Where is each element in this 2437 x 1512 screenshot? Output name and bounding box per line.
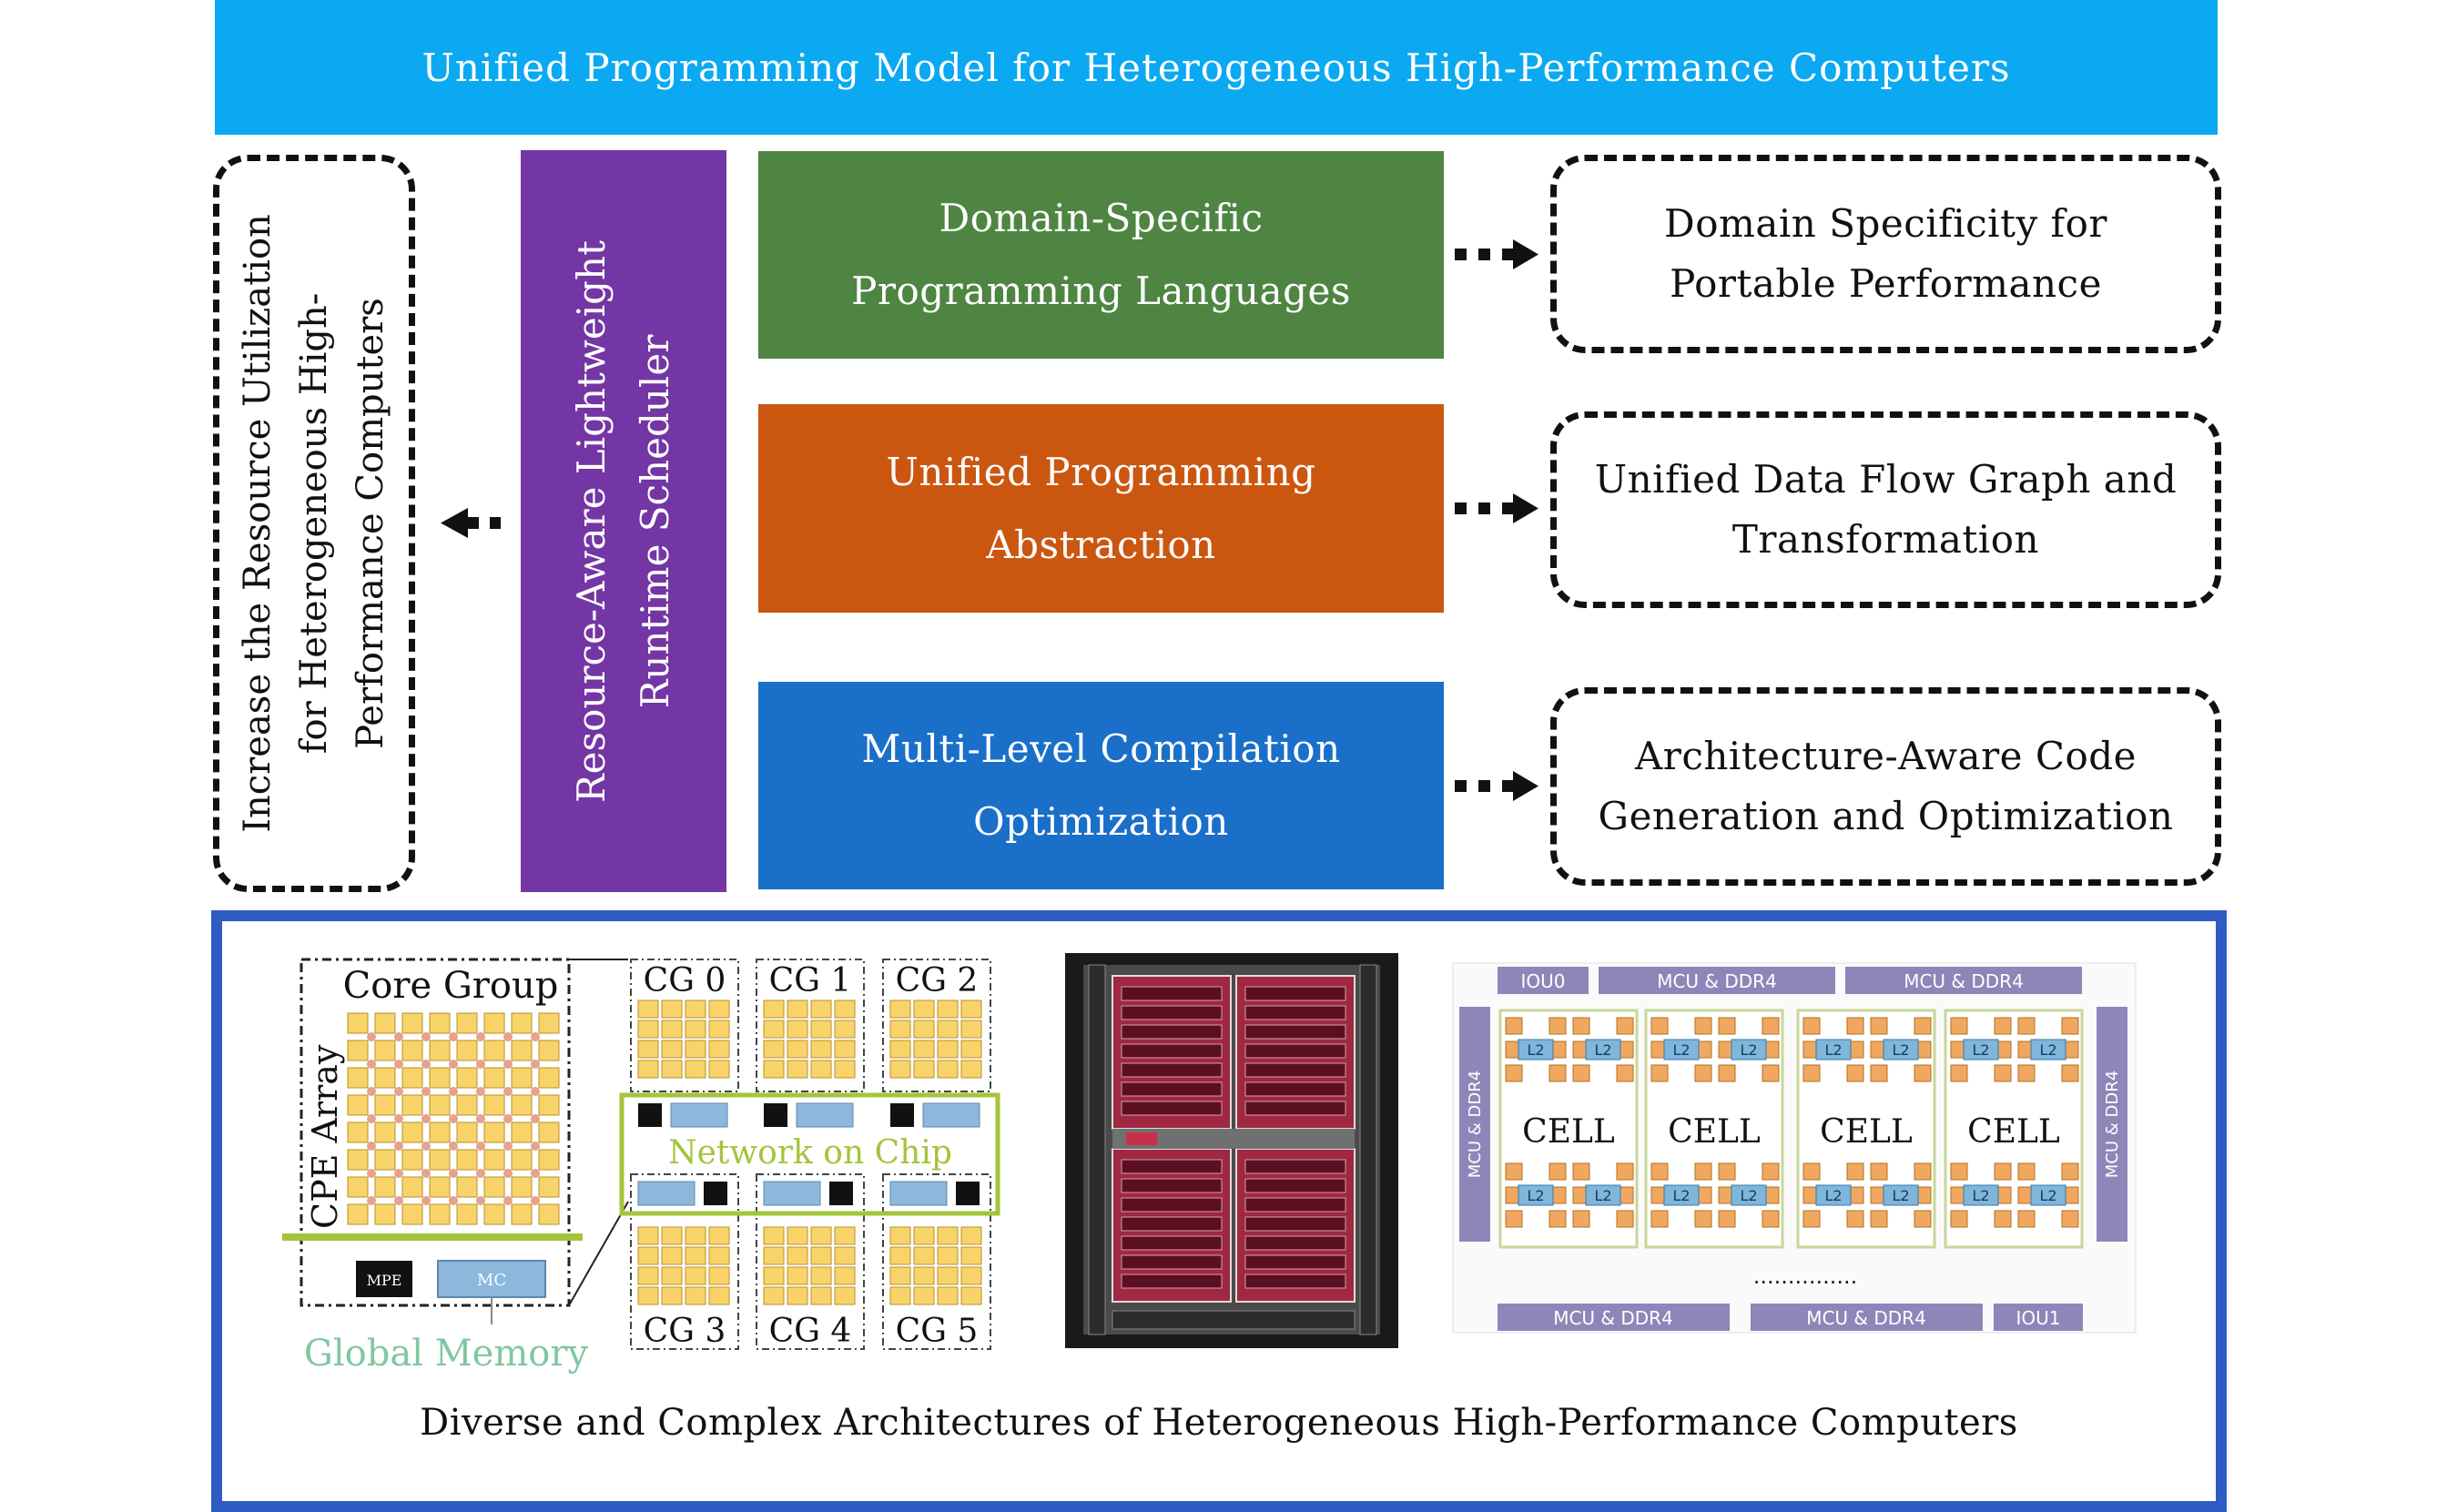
gpu-die-architecture xyxy=(1065,953,1398,1348)
outcome-1-line-2: Portable Performance xyxy=(1670,261,2102,306)
cpe-grid xyxy=(347,1012,560,1225)
outcome-2-line-2: Transformation xyxy=(1731,517,2040,562)
cg-label-bottom: CG 4 xyxy=(769,1313,852,1350)
sunway-architecture: Core Group CPE Array MPE MC Global Memor… xyxy=(282,958,1000,1375)
mcu-ddr4-left xyxy=(1459,1007,1490,1242)
l2-label: L2 xyxy=(1740,1041,1757,1059)
cpe-array-label: CPE Array xyxy=(305,1044,345,1229)
mcu-ddr4-right-label: MCU & DDR4 xyxy=(2103,1071,2122,1178)
mcu-ddr4-bottom-1 xyxy=(1498,1304,1730,1331)
l2-label: L2 xyxy=(1527,1187,1544,1204)
iou0-block xyxy=(1498,967,1589,994)
dsl-line-1: Domain-Specific xyxy=(939,196,1264,240)
cg-label-top: CG 2 xyxy=(896,962,979,1000)
mpe-label: MPE xyxy=(367,1272,402,1289)
l2-label: L2 xyxy=(1594,1187,1611,1204)
cg-label-bottom: CG 3 xyxy=(644,1313,726,1350)
compilation-layer-box: Multi-Level Compilation Optimization xyxy=(758,682,1444,889)
mlco-line-1: Multi-Level Compilation xyxy=(861,726,1341,771)
upa-line-1: Unified Programming xyxy=(886,449,1316,494)
noc-label: Network on Chip xyxy=(668,1134,952,1172)
l2-label: L2 xyxy=(1672,1187,1690,1204)
cell-label: CELL xyxy=(1668,1113,1761,1151)
outcome-box-portable-performance: Domain Specificity for Portable Performa… xyxy=(1550,155,2221,353)
l2-label: L2 xyxy=(1824,1041,1842,1059)
dsl-layer-box: Domain-Specific Programming Languages xyxy=(758,151,1444,359)
mcu-ddr4-top-1 xyxy=(1599,967,1835,994)
architectures-caption: Diverse and Complex Architectures of Het… xyxy=(420,1402,2018,1444)
mcu-ddr4-bottom-2 xyxy=(1751,1304,1983,1331)
mlco-line-2: Optimization xyxy=(973,799,1229,844)
core-groups: CG 0 CG 3 CG 1 CG 4 CG 2 CG 5 xyxy=(630,959,991,1350)
network-on-chip-box xyxy=(619,1092,1000,1216)
l2-label: L2 xyxy=(1594,1041,1611,1059)
l2-label: L2 xyxy=(1892,1187,1909,1204)
cell-label: CELL xyxy=(1967,1113,2060,1151)
abstraction-layer-box: Unified Programming Abstraction xyxy=(758,404,1444,613)
outcome-1-line-1: Domain Specificity for xyxy=(1664,201,2107,246)
mcu-ddr4-top-1-label: MCU & DDR4 xyxy=(1657,970,1777,992)
cell-label: CELL xyxy=(1820,1113,1913,1151)
l2-label: L2 xyxy=(1972,1041,1989,1059)
mcu-ddr4-left-label: MCU & DDR4 xyxy=(1466,1071,1485,1178)
cg-label-top: CG 0 xyxy=(644,962,726,1000)
mcu-ddr4-right xyxy=(2097,1007,2127,1242)
iou0-label: IOU0 xyxy=(1520,970,1565,992)
mc-label: MC xyxy=(477,1271,506,1290)
arrow-dsl-to-outcome xyxy=(1455,239,1538,269)
l2-label: L2 xyxy=(1672,1041,1690,1059)
arrow-abstraction-to-outcome xyxy=(1455,493,1538,523)
dsl-line-2: Programming Languages xyxy=(851,269,1351,313)
ellipsis-label: ............... xyxy=(1753,1263,1857,1289)
resource-utilization-goal-box: Increase the Resource Utilization for He… xyxy=(213,155,415,892)
upa-line-2: Abstraction xyxy=(986,522,1216,567)
mcu-ddr4-bottom-1-label: MCU & DDR4 xyxy=(1553,1307,1673,1329)
iou1-label: IOU1 xyxy=(2016,1307,2060,1329)
cg-label-top: CG 1 xyxy=(769,962,852,1000)
mcu-ddr4-top-2 xyxy=(1845,967,2082,994)
cell-processor-architecture: IOU0 MCU & DDR4 MCU & DDR4 MCU & DDR4 MC… xyxy=(1452,962,2137,1334)
mcu-ddr4-bottom-2-label: MCU & DDR4 xyxy=(1806,1307,1926,1329)
global-memory-label: Global Memory xyxy=(304,1333,589,1375)
outcome-2-line-1: Unified Data Flow Graph and xyxy=(1594,457,2178,502)
core-bus xyxy=(282,1233,583,1241)
l2-label: L2 xyxy=(2039,1187,2056,1204)
l2-label: L2 xyxy=(1824,1187,1842,1204)
cell-label: CELL xyxy=(1522,1113,1615,1151)
l2-label: L2 xyxy=(1972,1187,1989,1204)
mpe-block xyxy=(356,1261,412,1297)
core-group-label: Core Group xyxy=(343,965,559,1007)
l2-label: L2 xyxy=(1892,1041,1909,1059)
cg-label-bottom: CG 5 xyxy=(896,1313,979,1350)
outcome-3-line-2: Generation and Optimization xyxy=(1598,794,2174,838)
mc-block xyxy=(437,1260,546,1298)
banner-title: Unified Programming Model for Heterogene… xyxy=(421,45,2011,90)
outcome-box-data-flow-graph: Unified Data Flow Graph and Transformati… xyxy=(1550,411,2221,608)
outcome-3-line-1: Architecture-Aware Code xyxy=(1634,734,2137,778)
arrow-compilation-to-outcome xyxy=(1455,771,1538,801)
mcu-ddr4-top-2-label: MCU & DDR4 xyxy=(1904,970,2024,992)
l2-label: L2 xyxy=(1740,1187,1757,1204)
arrow-scheduler-to-goal xyxy=(441,508,501,538)
outcome-box-code-generation: Architecture-Aware Code Generation and O… xyxy=(1550,687,2221,886)
l2-label: L2 xyxy=(1527,1041,1544,1059)
title-banner: Unified Programming Model for Heterogene… xyxy=(215,0,2218,135)
l2-label: L2 xyxy=(2039,1041,2056,1059)
runtime-scheduler-box: Resource-Aware Lightweight Runtime Sched… xyxy=(521,150,726,892)
iou1-block xyxy=(1994,1304,2083,1331)
